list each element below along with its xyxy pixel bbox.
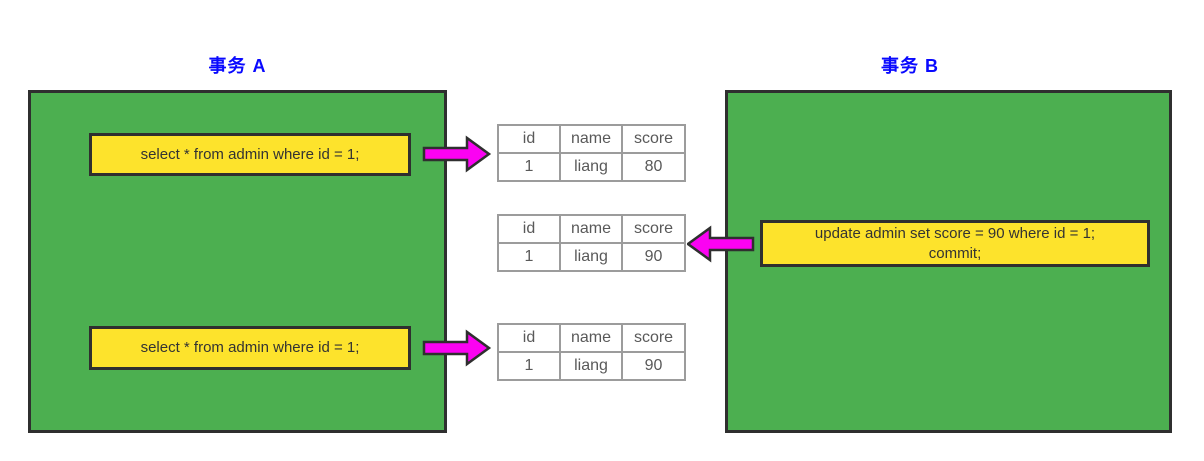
cell-score: 90	[621, 242, 686, 272]
sql-select-statement-1: select * from admin where id = 1;	[89, 133, 411, 176]
cell-name: liang	[559, 152, 623, 182]
query-1-arrow	[422, 134, 492, 174]
cell-name: liang	[559, 351, 623, 381]
table-row: 1 liang 90	[497, 242, 686, 272]
sql-text: select * from admin where id = 1;	[140, 145, 360, 163]
result-table-1: id name score 1 liang 80	[497, 124, 686, 182]
sql-text-line1: update admin set score = 90 where id = 1…	[814, 224, 1096, 242]
cell-id: 1	[497, 242, 561, 272]
update-arrow	[685, 224, 755, 264]
query-2-arrow	[422, 328, 492, 368]
header-id: id	[497, 323, 561, 353]
cell-score: 80	[621, 152, 686, 182]
cell-name: liang	[559, 242, 623, 272]
header-score: score	[621, 124, 686, 154]
sql-select-statement-2: select * from admin where id = 1;	[89, 326, 411, 370]
header-name: name	[559, 323, 623, 353]
table-row: 1 liang 80	[497, 152, 686, 182]
table-row: 1 liang 90	[497, 351, 686, 381]
right-arrow-icon	[422, 135, 492, 173]
result-table-2: id name score 1 liang 90	[497, 214, 686, 272]
header-id: id	[497, 214, 561, 244]
sql-update-commit-statement: update admin set score = 90 where id = 1…	[760, 220, 1150, 267]
header-id: id	[497, 124, 561, 154]
cell-id: 1	[497, 152, 561, 182]
result-table-3: id name score 1 liang 90	[497, 323, 686, 381]
cell-id: 1	[497, 351, 561, 381]
header-score: score	[621, 214, 686, 244]
sql-text-line2: commit;	[928, 244, 982, 262]
table-header-row: id name score	[497, 214, 686, 244]
left-arrow-icon	[685, 225, 755, 263]
table-header-row: id name score	[497, 124, 686, 154]
header-name: name	[559, 124, 623, 154]
sql-text: select * from admin where id = 1;	[140, 339, 360, 356]
header-score: score	[621, 323, 686, 353]
right-arrow-icon	[422, 329, 492, 367]
cell-score: 90	[621, 351, 686, 381]
header-name: name	[559, 214, 623, 244]
table-header-row: id name score	[497, 323, 686, 353]
transaction-b-title: 事务 B	[881, 56, 939, 76]
transaction-a-title: 事务 A	[208, 56, 267, 76]
